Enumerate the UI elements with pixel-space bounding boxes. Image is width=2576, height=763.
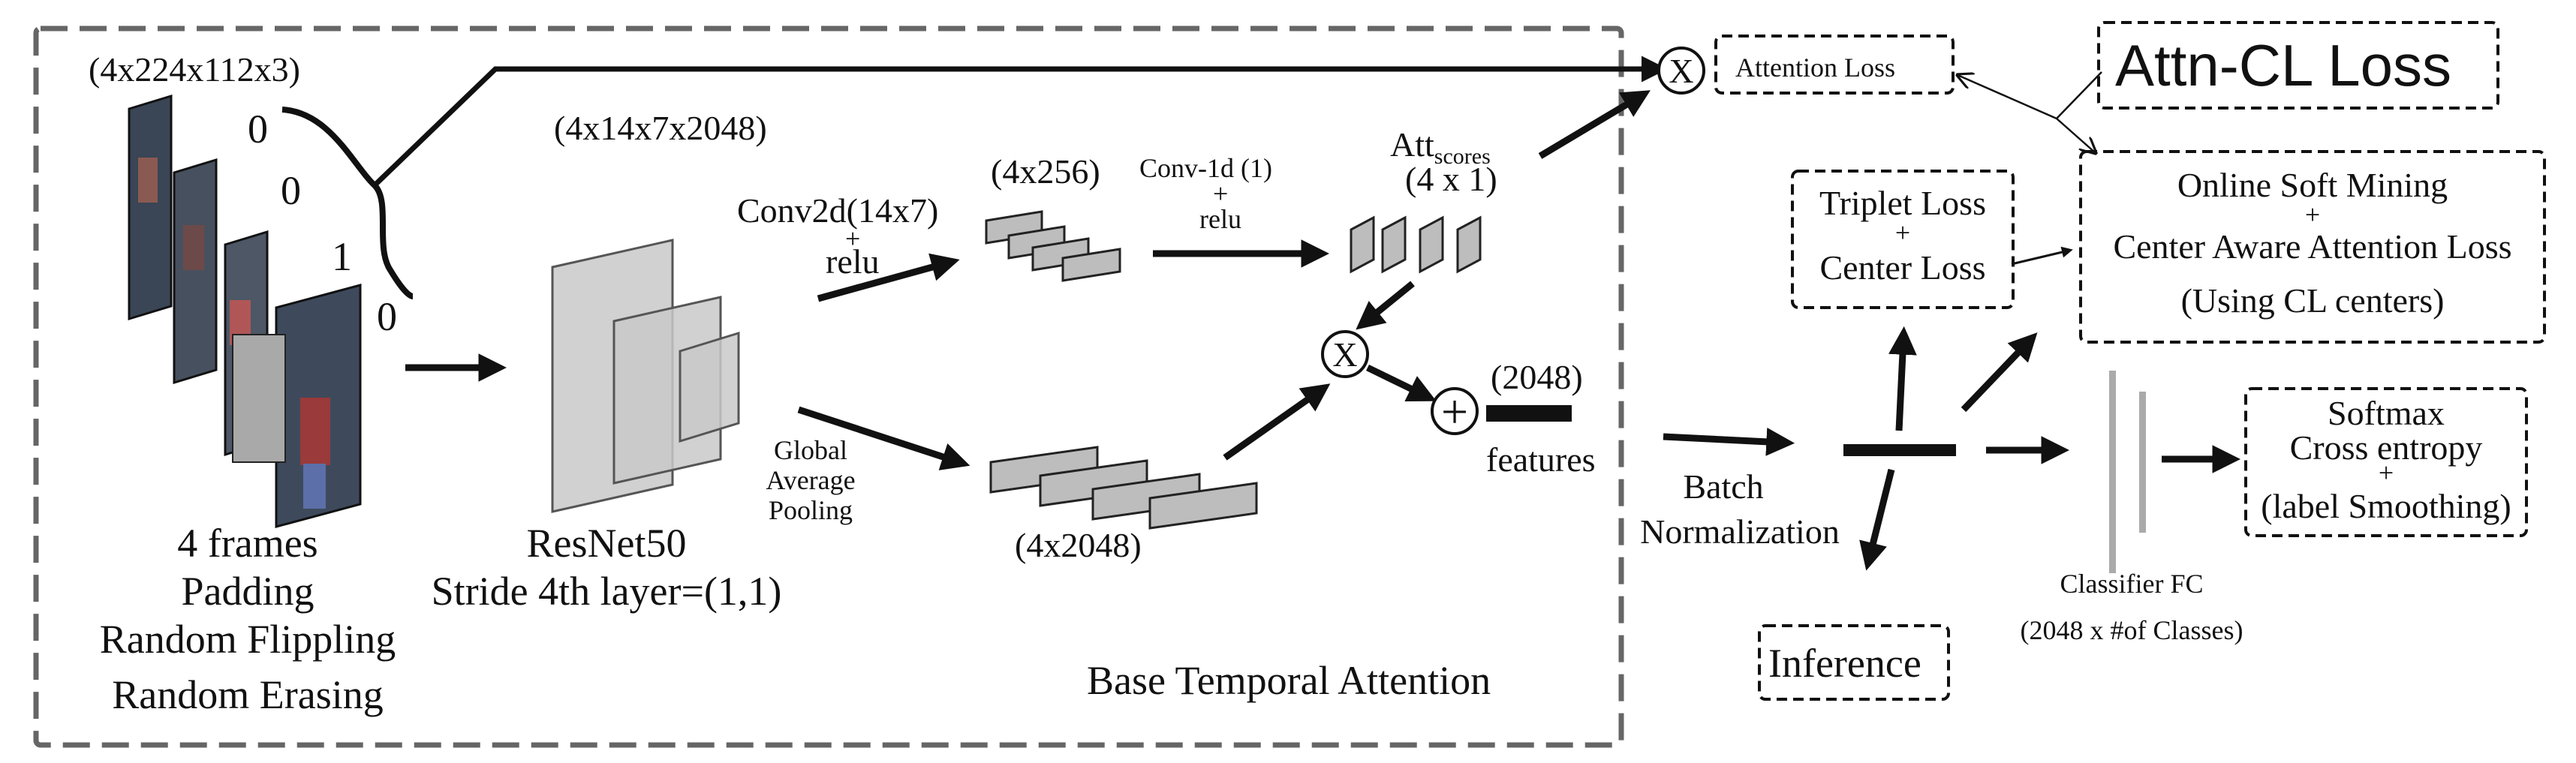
attn-cl-loss-title: Attn-CL Loss	[2097, 21, 2499, 110]
base-temporal-attention-region	[33, 26, 1624, 748]
svg-text:Online Soft Mining: Online Soft Mining	[2177, 166, 2448, 204]
svg-text:Softmax: Softmax	[2328, 394, 2445, 432]
classifier-label-line: Classifier FC	[2060, 569, 2203, 599]
gap-dims-label: (4x2048)	[1015, 526, 1142, 564]
conv1d-relu: relu	[1199, 204, 1241, 234]
svg-text:Center Aware Attention Loss: Center Aware Attention Loss	[2113, 227, 2511, 266]
svg-text:Cross entropy: Cross entropy	[2290, 428, 2483, 467]
att-scores-label: Attscores	[1390, 125, 1491, 169]
gap-label-line: Pooling	[769, 495, 853, 525]
svg-text:Triplet Loss: Triplet Loss	[1819, 184, 1986, 222]
title-link-to-attention-loss	[1958, 75, 2057, 120]
input-dims-label: (4x224x112x3)	[89, 50, 300, 89]
padding-mask-arrow	[372, 56, 1668, 188]
gap-label-line: Average	[766, 465, 855, 495]
inference-box: Inference	[1758, 624, 1950, 701]
bn-output-vector	[1843, 444, 1956, 456]
bn-label-line: Normalization	[1640, 512, 1840, 551]
backbone-dims-label: (4x14x7x2048)	[554, 109, 767, 147]
arrow-bn-to-inference	[1859, 468, 1895, 571]
svg-text:X: X	[1669, 52, 1693, 90]
input-caption-line: Padding	[181, 569, 314, 614]
arrow-bn-to-triplet	[1888, 326, 1917, 431]
softmax-box: Softmax Cross entropy + (label Smoothing…	[2244, 387, 2528, 537]
arrow-resnet-to-conv2d	[817, 253, 960, 302]
conv2d-relu: relu	[826, 242, 880, 281]
svg-text:Attn-CL Loss: Attn-CL Loss	[2115, 32, 2451, 98]
arrow-resnet-to-gap	[797, 406, 971, 470]
bn-label-line: Batch	[1683, 467, 1763, 506]
backbone-caption-line: ResNet50	[527, 521, 687, 566]
att-scores-dims: (4 x 1)	[1405, 160, 1497, 198]
conv2d-output-slabs	[985, 210, 1121, 282]
attention-dims-label: (4x256)	[991, 152, 1100, 191]
conv1d-plus: +	[1213, 179, 1228, 209]
classifier-fc	[2109, 371, 2146, 573]
frame-bits-brace	[281, 107, 414, 299]
features-vector	[1486, 405, 1572, 422]
svg-text:Attention Loss: Attention Loss	[1735, 53, 1895, 83]
attention-loss-multiply-op: X	[1657, 47, 1705, 95]
frame-image	[173, 158, 218, 385]
arrow-multiply-to-sum	[1366, 364, 1437, 402]
title-link-to-online-soft	[2056, 118, 2096, 153]
frame-bit: 0	[281, 168, 301, 213]
svg-text:+: +	[1895, 218, 1910, 248]
frame-bit: 0	[248, 107, 268, 152]
arrow-gap-to-multiply	[1223, 383, 1331, 461]
base-temporal-attention-label: Base Temporal Attention	[1087, 658, 1491, 703]
gap-output-slabs	[989, 446, 1258, 530]
conv2d-label: Conv2d(14x7)	[737, 191, 938, 230]
svg-text:X: X	[1332, 335, 1357, 374]
svg-text:(Using CL centers): (Using CL centers)	[2181, 281, 2445, 320]
resnet-feature-maps	[551, 239, 740, 513]
backbone-caption-line: Stride 4th layer=(1,1)	[432, 569, 782, 614]
svg-text:Center Loss: Center Loss	[1819, 248, 1985, 287]
arrow-bn-to-online-soft	[1961, 332, 2038, 413]
input-caption-line: Random Flippling	[100, 617, 396, 662]
arrow-features-to-bn	[1663, 427, 1795, 456]
svg-text:(label Smoothing): (label Smoothing)	[2261, 487, 2511, 525]
frame-bit: 1	[332, 234, 352, 279]
svg-text:+: +	[2305, 200, 2320, 230]
triplet-center-loss-box: Triplet Loss + Center Loss	[1791, 170, 2015, 309]
sum-op: +	[1431, 385, 1479, 438]
input-frames	[128, 94, 362, 528]
attention-score-slabs	[1350, 215, 1482, 274]
conv2d-plus: +	[845, 224, 860, 254]
title-link-stem	[2056, 71, 2102, 119]
online-soft-mining-box: Online Soft Mining + Center Aware Attent…	[2079, 150, 2546, 344]
input-caption-line: 4 frames	[177, 521, 317, 566]
svg-text:+: +	[2379, 458, 2394, 488]
attention-loss-box: Attention Loss	[1714, 35, 1955, 95]
svg-text:Inference: Inference	[1768, 641, 1921, 686]
frame-image	[232, 284, 362, 528]
svg-text:+: +	[1441, 385, 1468, 438]
frame-bit: 0	[377, 294, 397, 339]
arrow-scores-to-attention-loss	[1538, 90, 1651, 159]
multiply-op: X	[1321, 330, 1369, 378]
input-caption-line: Random Erasing	[112, 672, 383, 717]
arrow-scores-to-multiply	[1356, 281, 1415, 330]
conv1d-label: Conv-1d (1)	[1139, 153, 1272, 183]
frame-image	[128, 94, 173, 321]
gap-label-line: Global	[774, 435, 847, 465]
arrow-triplet-to-online-soft	[2011, 246, 2073, 266]
features-label: features	[1486, 440, 1596, 479]
features-dims-label: (2048)	[1491, 358, 1583, 396]
classifier-label-line: (2048 x #of Classes)	[2021, 615, 2243, 645]
